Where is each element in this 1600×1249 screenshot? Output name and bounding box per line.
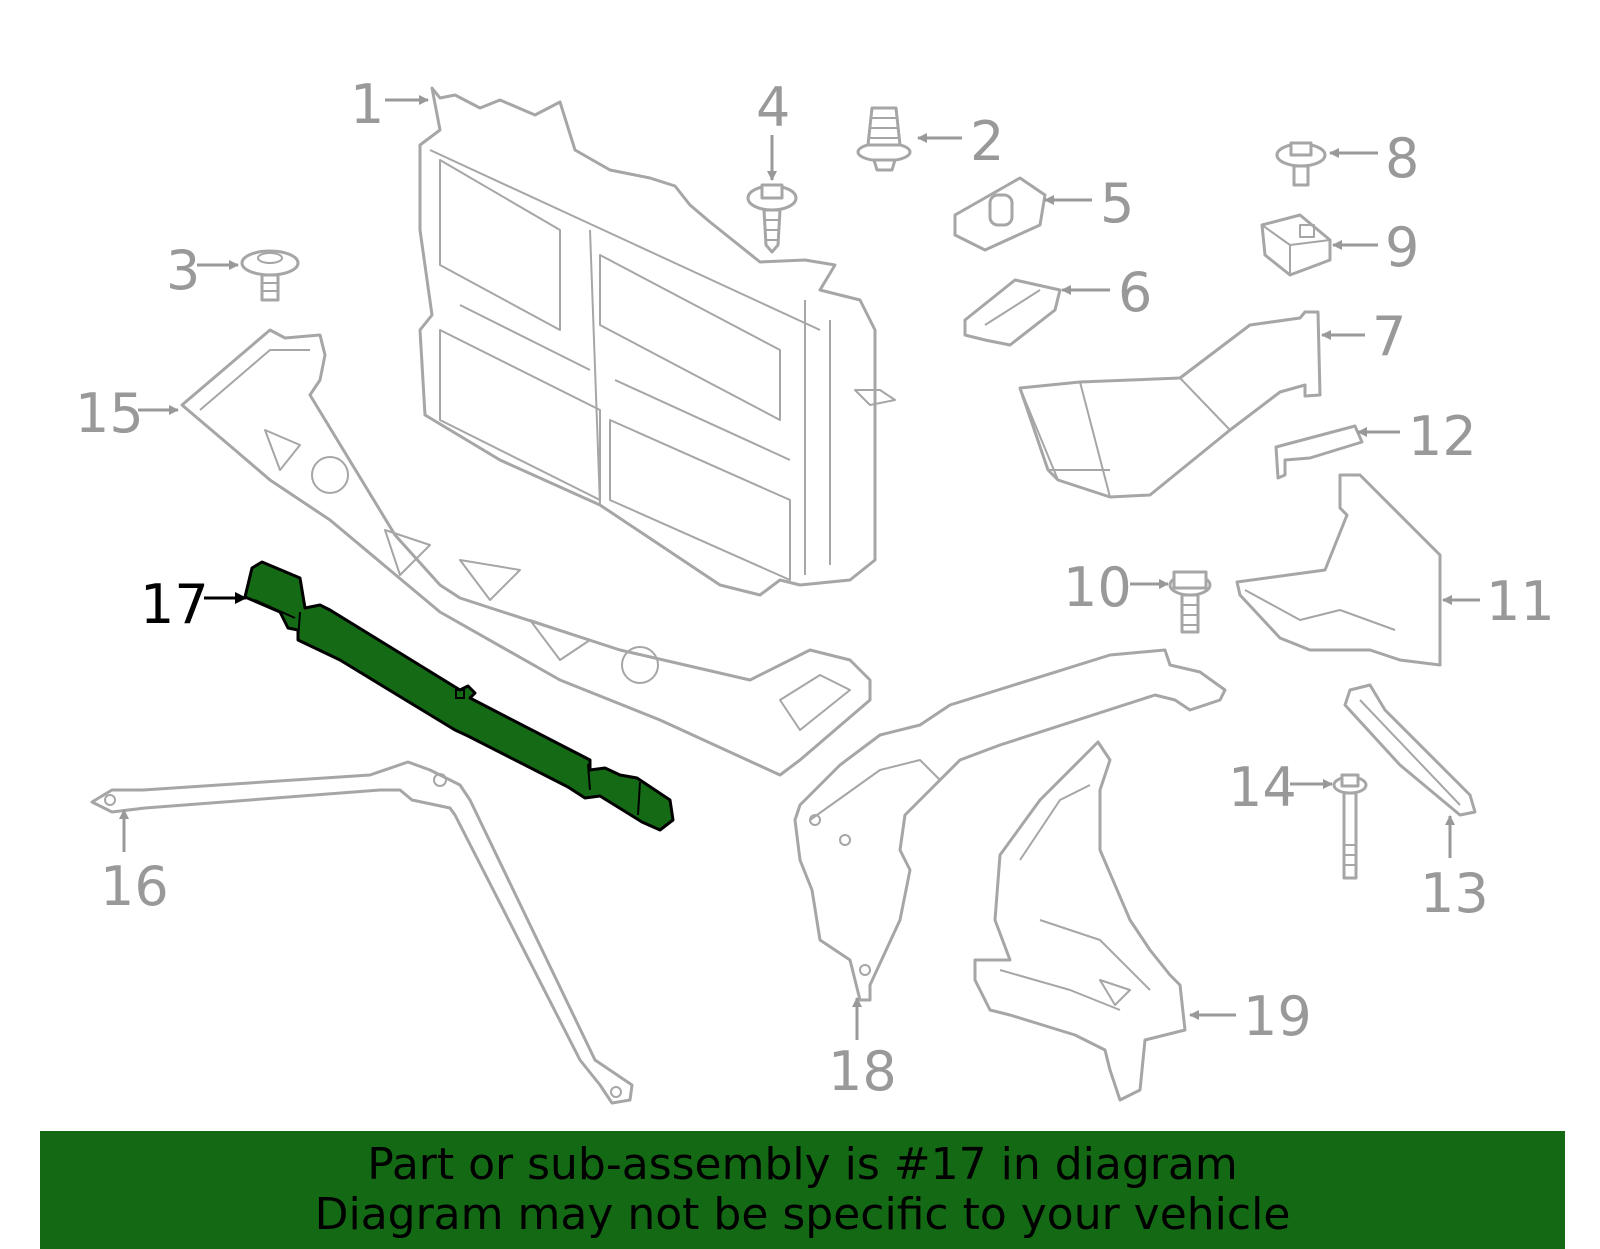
part-15-upper-crossmember[interactable] bbox=[180, 328, 872, 777]
callout-19: 19 bbox=[1189, 985, 1312, 1048]
footer-banner: Part or sub-assembly is #17 in diagram D… bbox=[40, 1131, 1565, 1249]
svg-text:17: 17 bbox=[140, 573, 209, 636]
callout-18: 18 bbox=[828, 997, 897, 1103]
part-1-grille-carrier[interactable] bbox=[418, 86, 896, 597]
svg-text:10: 10 bbox=[1063, 556, 1132, 619]
callout-13: 13 bbox=[1420, 815, 1489, 925]
svg-text:8: 8 bbox=[1385, 127, 1419, 190]
svg-text:19: 19 bbox=[1243, 985, 1312, 1048]
part-10-bolt[interactable] bbox=[1168, 570, 1212, 634]
callout-8: 8 bbox=[1329, 127, 1419, 190]
part-2-clip[interactable] bbox=[856, 106, 912, 172]
callout-17: 17 bbox=[140, 573, 247, 636]
svg-text:16: 16 bbox=[100, 855, 169, 918]
callout-9: 9 bbox=[1332, 216, 1419, 279]
part-18-side-member[interactable] bbox=[793, 648, 1227, 1002]
callout-11: 11 bbox=[1442, 570, 1555, 633]
part-9-nut[interactable] bbox=[1260, 213, 1332, 277]
callout-7: 7 bbox=[1321, 305, 1406, 368]
part-14-bolt[interactable] bbox=[1332, 773, 1368, 880]
part-11-air-guide[interactable] bbox=[1235, 473, 1442, 667]
callout-16: 16 bbox=[100, 809, 169, 918]
svg-text:1: 1 bbox=[350, 73, 384, 136]
svg-text:4: 4 bbox=[756, 76, 790, 139]
part-8-bolt[interactable] bbox=[1275, 141, 1327, 187]
svg-text:6: 6 bbox=[1118, 261, 1152, 324]
callout-4: 4 bbox=[756, 76, 790, 181]
svg-text:11: 11 bbox=[1486, 570, 1555, 633]
footer-line-1: Part or sub-assembly is #17 in diagram bbox=[367, 1139, 1238, 1190]
part-3-push-pin[interactable] bbox=[240, 249, 300, 302]
svg-text:15: 15 bbox=[75, 382, 144, 445]
svg-text:7: 7 bbox=[1372, 305, 1406, 368]
part-19-apron-bracket[interactable] bbox=[973, 740, 1187, 1102]
callout-10: 10 bbox=[1063, 556, 1169, 619]
callout-2: 2 bbox=[917, 110, 1004, 173]
part-4-screw[interactable] bbox=[746, 183, 798, 254]
footer-line-2: Diagram may not be specific to your vehi… bbox=[314, 1189, 1291, 1240]
callout-6: 6 bbox=[1061, 261, 1152, 324]
svg-text:5: 5 bbox=[1100, 172, 1134, 235]
svg-text:18: 18 bbox=[828, 1040, 897, 1103]
callout-1: 1 bbox=[350, 73, 429, 136]
part-13-strut[interactable] bbox=[1343, 683, 1477, 817]
part-16-strut[interactable] bbox=[90, 760, 634, 1105]
svg-text:3: 3 bbox=[166, 239, 200, 302]
callout-3: 3 bbox=[166, 239, 239, 302]
part-12-bracket[interactable] bbox=[1274, 424, 1364, 480]
callout-15: 15 bbox=[75, 382, 179, 445]
callout-5: 5 bbox=[1044, 172, 1134, 235]
svg-text:2: 2 bbox=[970, 110, 1004, 173]
svg-text:14: 14 bbox=[1228, 756, 1297, 819]
part-7-air-duct[interactable] bbox=[1018, 310, 1322, 499]
callout-14: 14 bbox=[1228, 756, 1333, 819]
svg-text:9: 9 bbox=[1385, 216, 1419, 279]
part-5-nut-clip[interactable] bbox=[953, 176, 1047, 252]
callout-12: 12 bbox=[1357, 405, 1477, 468]
svg-text:12: 12 bbox=[1408, 405, 1477, 468]
svg-text:13: 13 bbox=[1420, 862, 1489, 925]
part-17-highlighted-reinforcement[interactable] bbox=[243, 560, 675, 832]
part-6-bracket[interactable] bbox=[963, 278, 1062, 347]
